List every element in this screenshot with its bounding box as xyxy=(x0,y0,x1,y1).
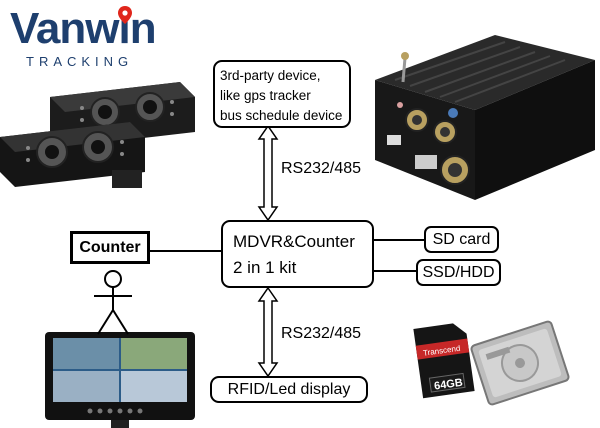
mdvr-counter-box: MDVR&Counter 2 in 1 kit xyxy=(221,220,374,288)
rs232-bottom-label: RS232/485 xyxy=(281,325,362,342)
mdvr-unit-image xyxy=(375,35,595,200)
sd-card-label: SD card xyxy=(432,231,491,248)
ssd-hdd-label: SSD/HDD xyxy=(422,264,495,281)
third-party-device-box: 3rd-party device, like gps tracker bus s… xyxy=(213,60,351,128)
third-party-line-1: 3rd-party device, xyxy=(220,68,321,83)
person-icon xyxy=(94,270,132,335)
ssd-hdd-connector xyxy=(374,270,416,272)
third-party-line-2: like gps tracker xyxy=(220,88,311,103)
camera-devices-image xyxy=(0,82,195,188)
logo-brand: Vanwin xyxy=(10,4,157,53)
monitor-image xyxy=(45,332,195,428)
third-party-line-3: bus schedule device xyxy=(220,108,343,123)
rs232-bottom-arrow xyxy=(257,286,279,378)
rs232-top-label: RS232/485 xyxy=(281,160,362,177)
counter-box: Counter xyxy=(70,231,150,264)
location-pin-icon xyxy=(118,6,132,24)
rfid-led-box: RFID/Led display xyxy=(210,376,368,403)
rfid-label: RFID/Led display xyxy=(227,381,351,398)
rs232-top-arrow xyxy=(257,124,279,222)
sd-card-connector xyxy=(374,239,424,241)
sd-card-image: Transcend 64GB xyxy=(413,323,475,399)
sd-card-capacity: 64GB xyxy=(433,377,463,393)
ssd-hdd-box: SSD/HDD xyxy=(416,259,501,286)
sd-card-box: SD card xyxy=(424,226,499,253)
logo-tagline: TRACKING xyxy=(26,54,134,69)
hard-disk-image xyxy=(470,320,570,406)
counter-label: Counter xyxy=(79,239,141,256)
center-line-1: MDVR&Counter xyxy=(233,232,355,251)
center-line-2: 2 in 1 kit xyxy=(233,258,297,277)
counter-connector xyxy=(150,250,221,252)
